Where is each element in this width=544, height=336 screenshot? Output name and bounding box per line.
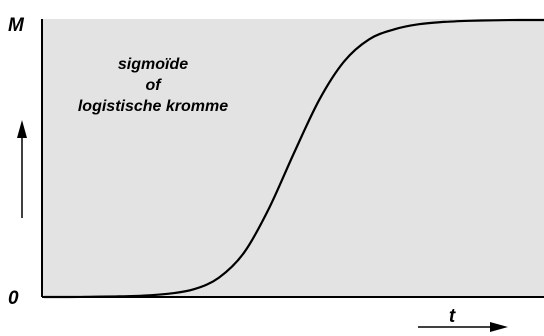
annotation-line-3: logistische kromme: [78, 98, 228, 115]
y-max-label: M: [8, 15, 25, 36]
plot-area: [42, 19, 544, 297]
y-zero-label: 0: [8, 288, 19, 309]
series-layer: [44, 18, 544, 299]
annotation-line-2: of: [145, 77, 162, 94]
annotation-block: sigmoïde of logistische kromme: [78, 56, 228, 115]
annotation-line-1: sigmoïde: [118, 56, 188, 73]
sigmoid-line: [44, 18, 544, 299]
x-direction-arrow: [418, 322, 508, 332]
x-axis-label: t: [449, 306, 456, 327]
y-direction-arrow: [17, 120, 27, 218]
